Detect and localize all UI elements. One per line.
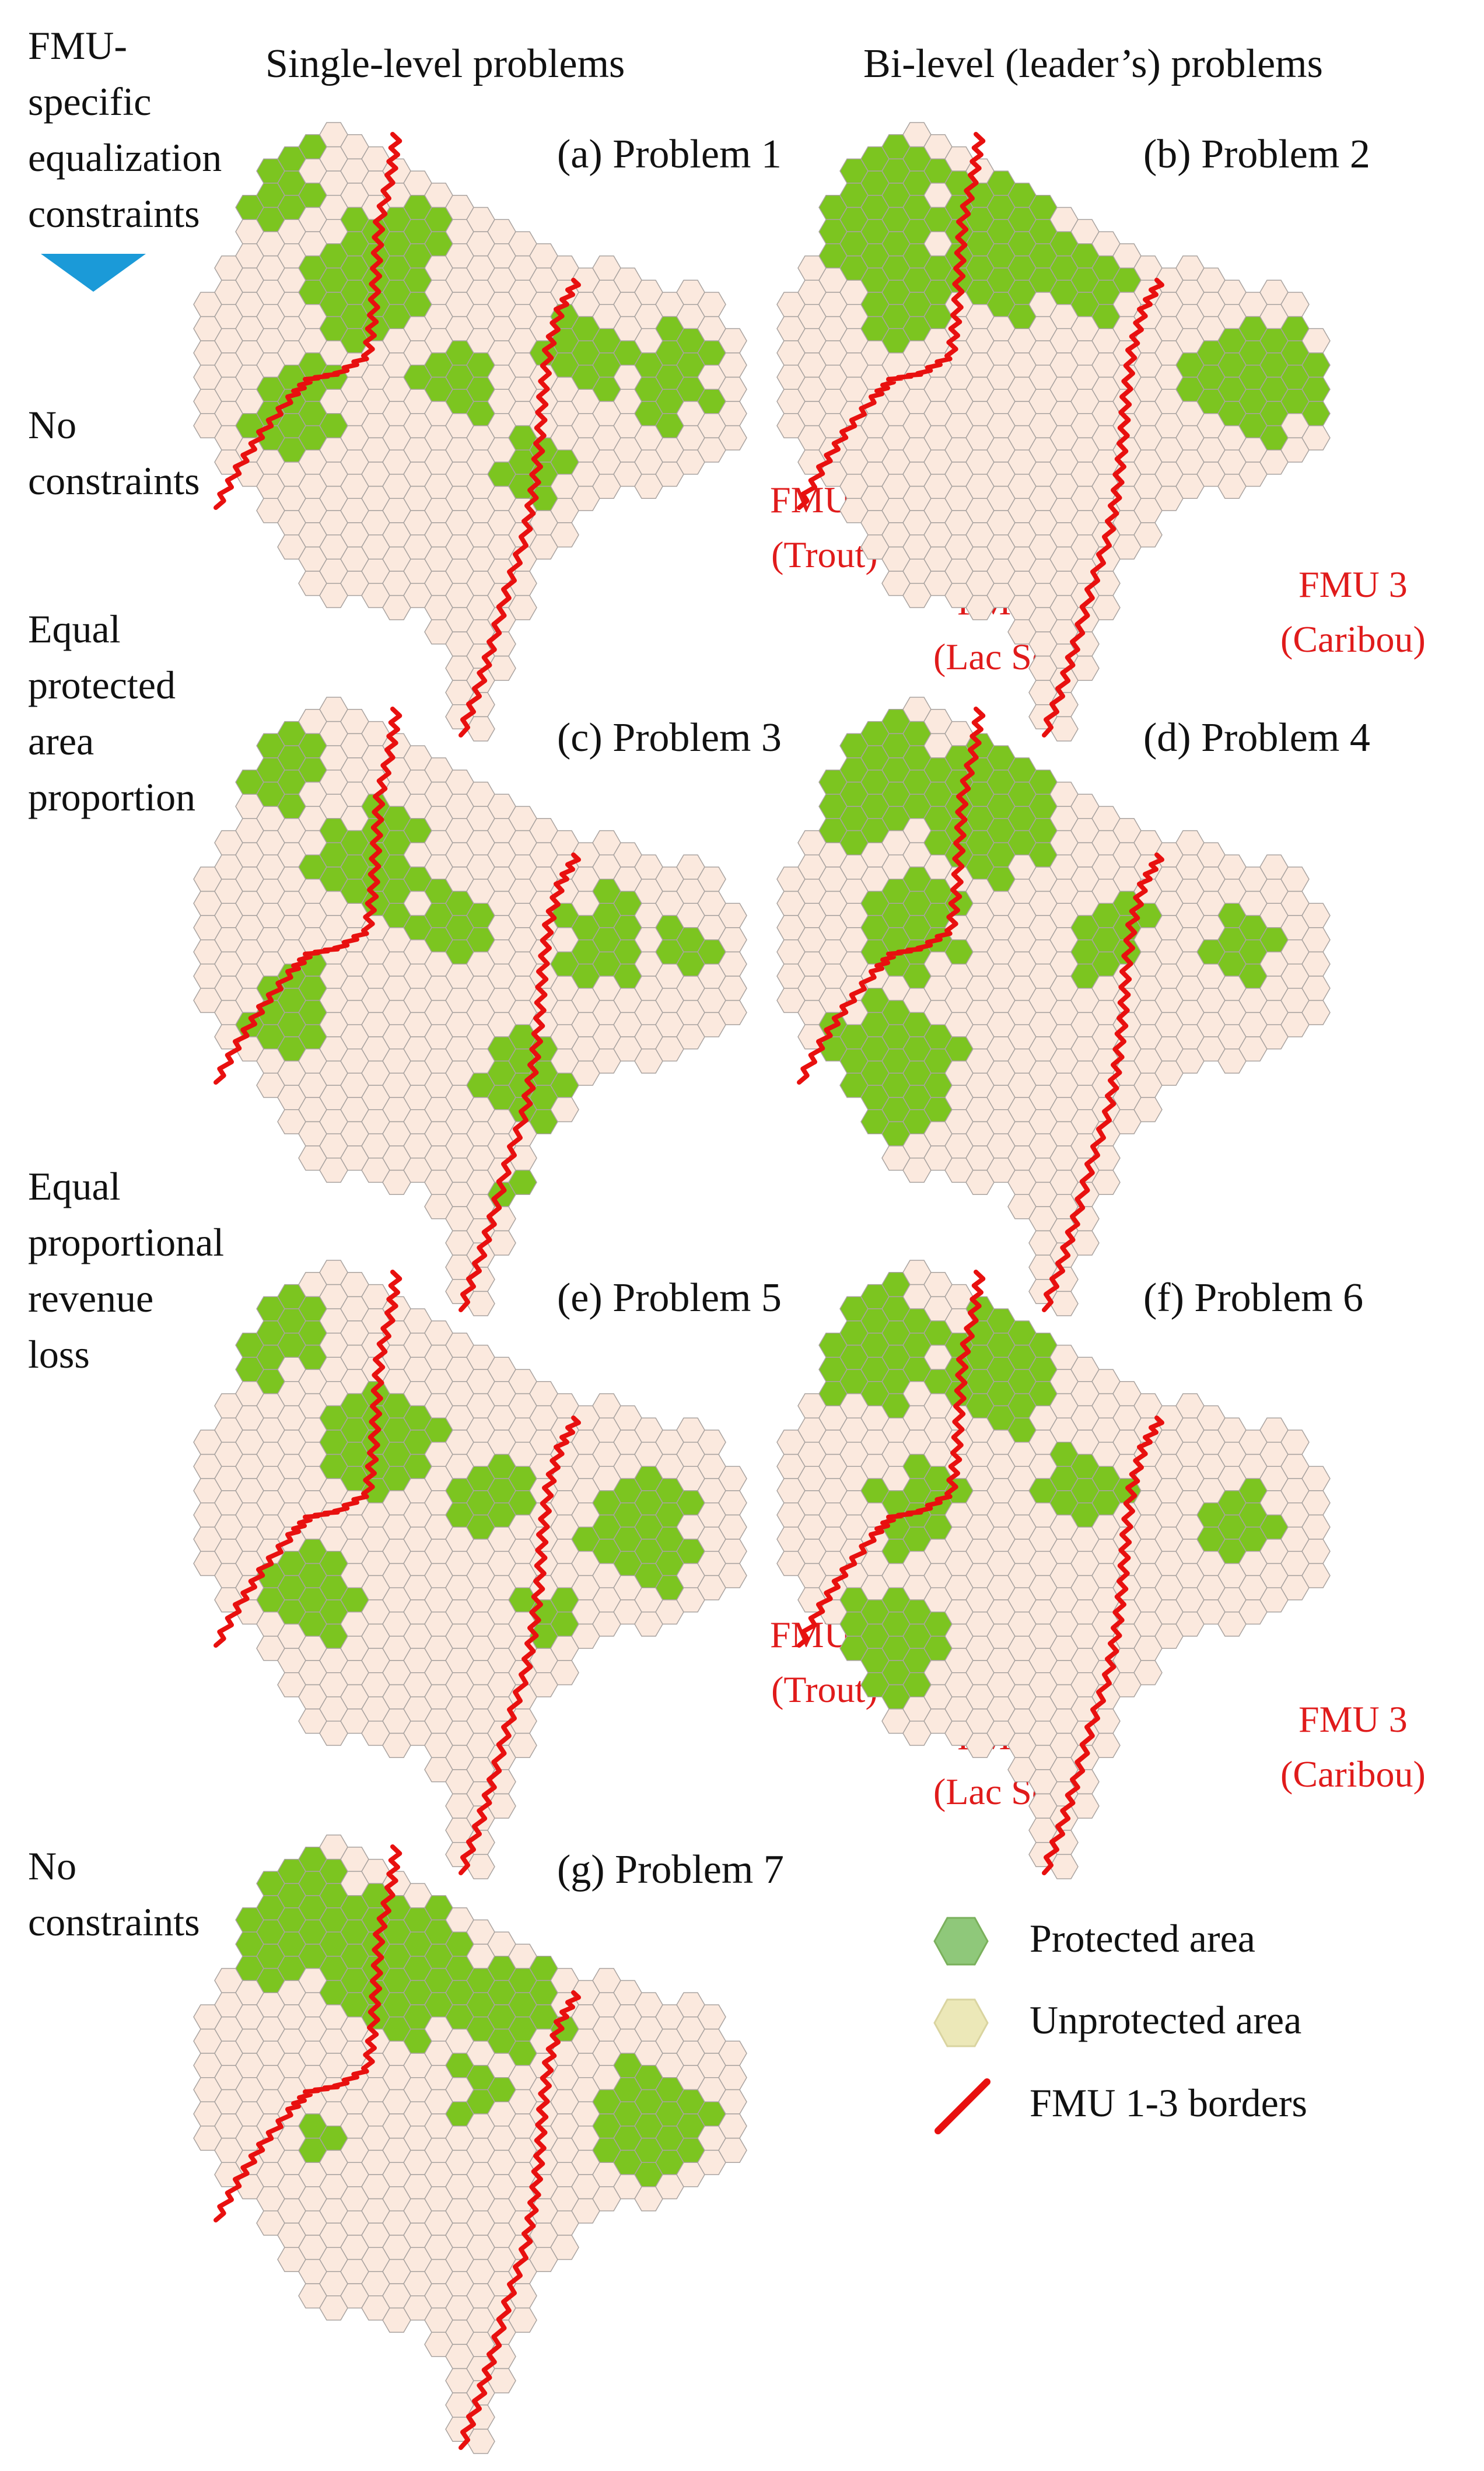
row-label-line: proportion bbox=[28, 775, 196, 819]
unprotected-hex-cell bbox=[718, 999, 747, 1025]
hex-map-panel bbox=[776, 697, 1331, 1316]
legend-borders-label: FMU 1-3 borders bbox=[1030, 2081, 1307, 2125]
legend-unprotected-label: Unprotected area bbox=[1030, 1998, 1302, 2042]
legend-border-line bbox=[935, 2078, 991, 2134]
unprotected-hex-cell bbox=[718, 425, 747, 450]
row-label-line: revenue bbox=[28, 1276, 154, 1320]
unprotected-hex-cell bbox=[1133, 1660, 1163, 1686]
row-label-equal-protected-area: Equal protected area proportion bbox=[28, 601, 195, 825]
row-label-line: No bbox=[28, 403, 77, 447]
row-label-line: protected bbox=[28, 663, 176, 707]
constraints-title-line: specific bbox=[28, 79, 152, 124]
unprotected-hex-cell bbox=[550, 1097, 579, 1123]
unprotected-hex-cell bbox=[1091, 595, 1121, 620]
down-triangle-marker-icon bbox=[41, 254, 146, 292]
row-label-line: area bbox=[28, 719, 94, 763]
panel-title-b: (b) Problem 2 bbox=[1143, 132, 1370, 177]
protected-hex-cell bbox=[508, 1169, 537, 1195]
hex-map-panel bbox=[193, 1260, 747, 1879]
fmu-border-1-2 bbox=[797, 707, 986, 1085]
fmu-border-1-2 bbox=[797, 1270, 986, 1648]
fmu-label-line: (Trout) bbox=[771, 1669, 878, 1710]
hex-map-panel bbox=[776, 122, 1331, 742]
row-label-no-constraints-2: No constraints bbox=[28, 1838, 200, 1950]
panel-title-g: (g) Problem 7 bbox=[557, 1847, 784, 1892]
constraints-title: FMU- specific equalization constraints bbox=[28, 18, 222, 242]
legend-protected-label: Protected area bbox=[1030, 1916, 1255, 1960]
row-label-no-constraints: No constraints bbox=[28, 397, 200, 509]
unprotected-hex-cell bbox=[550, 522, 579, 548]
fmu-border-2-3 bbox=[1042, 278, 1164, 738]
header-single-level: Single-level problems bbox=[265, 41, 625, 86]
fmu-border-1-2 bbox=[214, 1270, 402, 1648]
unprotected-hex-cell bbox=[508, 1732, 537, 1758]
unprotected-hex-cell bbox=[1133, 522, 1163, 548]
panel-title-a: (a) Problem 1 bbox=[557, 132, 782, 177]
row-label-line: No bbox=[28, 1844, 77, 1888]
fmu3-label-top: FMU 3 (Caribou) bbox=[1280, 557, 1426, 667]
unprotected-hex-cell bbox=[550, 1660, 579, 1686]
fmu-border-1-2 bbox=[214, 1844, 402, 2222]
legend-unprotected-swatch-icon bbox=[933, 1998, 989, 2047]
header-bi-level: Bi-level (leader’s) problems bbox=[863, 41, 1323, 86]
constraints-title-line: equalization bbox=[28, 135, 222, 180]
row-label-equal-revenue-loss: Equal proportional revenue loss bbox=[28, 1158, 224, 1382]
unprotected-hex-cell bbox=[1133, 1097, 1163, 1123]
panel-title-c: (c) Problem 3 bbox=[557, 715, 782, 760]
fmu-border-2-3 bbox=[459, 1416, 581, 1875]
row-label-line: constraints bbox=[28, 1900, 200, 1944]
fmu-label-line: (Trout) bbox=[771, 534, 878, 575]
unprotected-hex-cell bbox=[1301, 999, 1331, 1025]
constraints-title-line: FMU- bbox=[28, 23, 128, 68]
fmu-border-1-2 bbox=[214, 707, 402, 1085]
fmu-border-2-3 bbox=[459, 852, 581, 1312]
row-label-line: Equal bbox=[28, 607, 121, 651]
fmu-border-2-3 bbox=[459, 278, 581, 738]
hex-map-panel bbox=[193, 1834, 747, 2454]
unprotected-hex-cell bbox=[1091, 1169, 1121, 1195]
unprotected-hex-cell bbox=[550, 2235, 579, 2260]
legend-protected-hexagon bbox=[933, 1917, 989, 1966]
row-label-line: loss bbox=[28, 1332, 90, 1376]
fmu-label-line: FMU 3 bbox=[1298, 1698, 1408, 1740]
fmu3-label-bottom: FMU 3 (Caribou) bbox=[1280, 1692, 1426, 1802]
fmu-border-2-3 bbox=[459, 1990, 581, 2450]
panel-title-f: (f) Problem 6 bbox=[1143, 1275, 1364, 1320]
legend-unprotected-hexagon bbox=[933, 1998, 989, 2047]
fmu-border-2-3 bbox=[1042, 1416, 1164, 1875]
unprotected-hex-cell bbox=[718, 1563, 747, 1588]
legend-protected-swatch-icon bbox=[933, 1917, 989, 1966]
fmu-label-line: FMU 3 bbox=[1298, 564, 1408, 605]
legend-border-line-icon bbox=[935, 2078, 991, 2134]
fmu-label-line: (Caribou) bbox=[1280, 618, 1426, 660]
row-label-line: constraints bbox=[28, 459, 200, 503]
unprotected-hex-cell bbox=[508, 595, 537, 620]
constraints-title-line: constraints bbox=[28, 191, 200, 236]
fmu-border-1-2 bbox=[214, 132, 402, 510]
panel-title-e: (e) Problem 5 bbox=[557, 1275, 782, 1320]
down-triangle-marker-shape bbox=[41, 254, 146, 292]
unprotected-hex-cell bbox=[718, 2137, 747, 2163]
hex-map-panel bbox=[193, 122, 747, 742]
hex-map-panel bbox=[193, 697, 747, 1316]
panel-title-d: (d) Problem 4 bbox=[1143, 715, 1370, 760]
unprotected-hex-cell bbox=[1301, 425, 1331, 450]
fmu-label-line: (Caribou) bbox=[1280, 1753, 1426, 1795]
unprotected-hex-cell bbox=[1301, 1563, 1331, 1588]
unprotected-hex-cell bbox=[508, 2307, 537, 2333]
fmu-border-2-3 bbox=[1042, 852, 1164, 1312]
fmu-border-1-2 bbox=[797, 132, 986, 510]
row-label-line: proportional bbox=[28, 1220, 225, 1264]
row-label-line: Equal bbox=[28, 1164, 121, 1208]
hex-map-panel bbox=[776, 1260, 1331, 1879]
unprotected-hex-cell bbox=[1091, 1732, 1121, 1758]
